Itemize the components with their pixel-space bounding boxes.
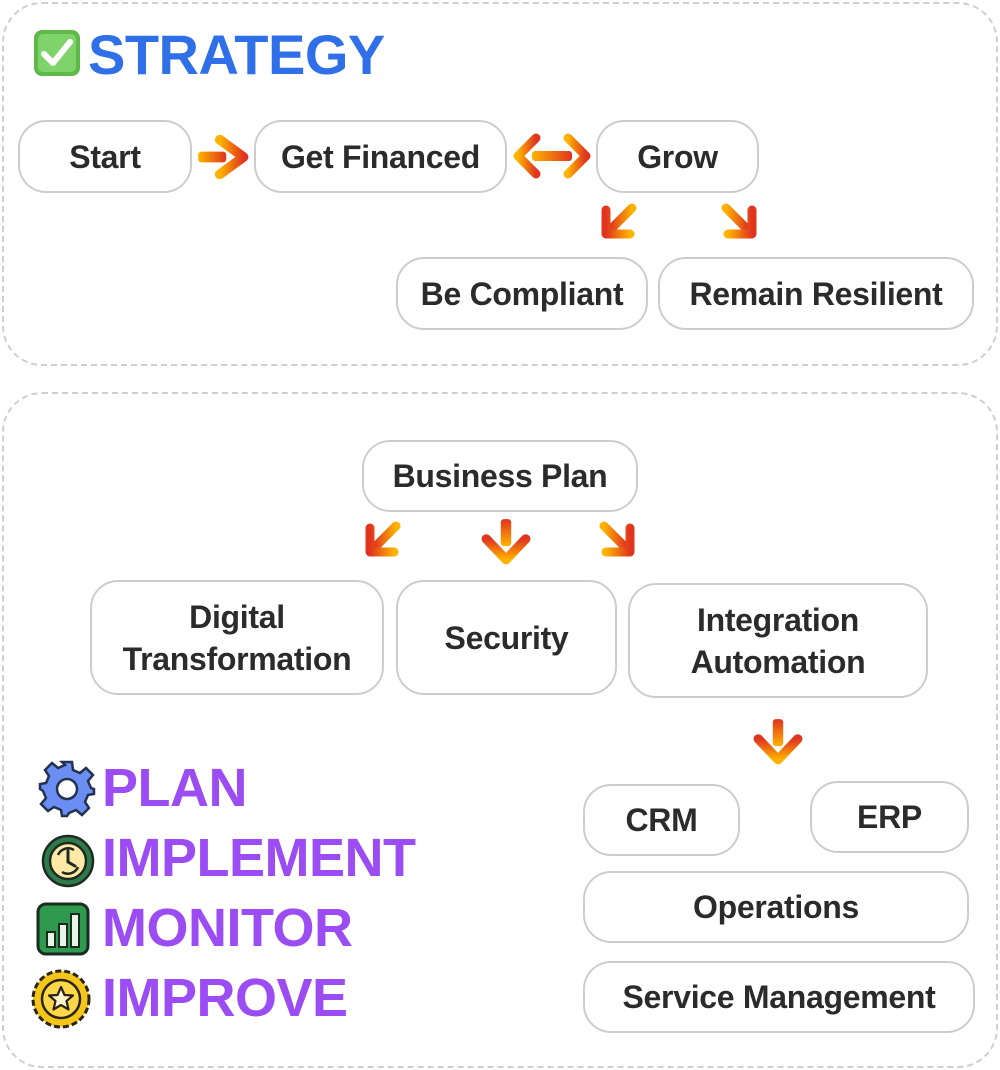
arrow-down-icon [480, 516, 532, 568]
operations-node[interactable]: Operations [583, 871, 969, 943]
gear-icon [38, 760, 96, 818]
arrow-down-left-icon [596, 200, 640, 244]
strategy-title: STRATEGY [88, 23, 385, 86]
grow-label: Grow [637, 138, 718, 175]
arrow-down-left-icon [360, 518, 404, 562]
operations-label: Operations [693, 889, 859, 925]
bar-chart-icon [36, 902, 90, 956]
integration-automation-line1: Integration [696, 601, 860, 638]
service-management-node[interactable]: Service Management [583, 961, 975, 1033]
erp-label: ERP [857, 799, 922, 835]
be-compliant-node[interactable]: Be Compliant [396, 257, 648, 330]
digital-transformation-line2: Transformation [122, 640, 352, 677]
double-arrow-icon [512, 130, 592, 182]
get-financed-node[interactable]: Get Financed [254, 120, 507, 193]
start-label: Start [69, 138, 141, 175]
phase-improve: IMPROVE [102, 968, 348, 1028]
be-compliant-label: Be Compliant [420, 275, 624, 312]
integration-automation-line2: Automation [690, 643, 866, 680]
crm-node[interactable]: CRM [583, 784, 740, 856]
plan-panel [2, 392, 998, 1068]
arrow-down-icon [752, 716, 804, 768]
integration-automation-node[interactable]: Integration Automation [628, 583, 928, 698]
check-box-icon [32, 28, 82, 78]
phase-monitor: MONITOR [102, 898, 353, 958]
get-financed-label: Get Financed [280, 138, 481, 175]
arrow-down-right-icon [718, 200, 762, 244]
phase-plan: PLAN [102, 758, 248, 818]
phase-implement: IMPLEMENT [102, 828, 416, 888]
security-node[interactable]: Security [396, 580, 617, 695]
grow-node[interactable]: Grow [596, 120, 759, 193]
remain-resilient-node[interactable]: Remain Resilient [658, 257, 974, 330]
start-node[interactable]: Start [18, 120, 192, 193]
service-management-label: Service Management [622, 979, 936, 1015]
arrow-right-icon [196, 135, 250, 179]
digital-transformation-node[interactable]: Digital Transformation [90, 580, 384, 695]
remain-resilient-label: Remain Resilient [689, 275, 943, 312]
business-plan-label: Business Plan [392, 458, 608, 494]
arrow-down-right-icon [596, 518, 640, 562]
strategy-panel [2, 2, 998, 366]
crm-label: CRM [625, 802, 698, 838]
cycle-clock-icon [40, 833, 96, 889]
business-plan-node[interactable]: Business Plan [362, 440, 638, 512]
erp-node[interactable]: ERP [810, 781, 969, 853]
digital-transformation-line1: Digital [189, 598, 285, 635]
star-coin-icon [30, 968, 92, 1030]
security-label: Security [444, 619, 569, 656]
